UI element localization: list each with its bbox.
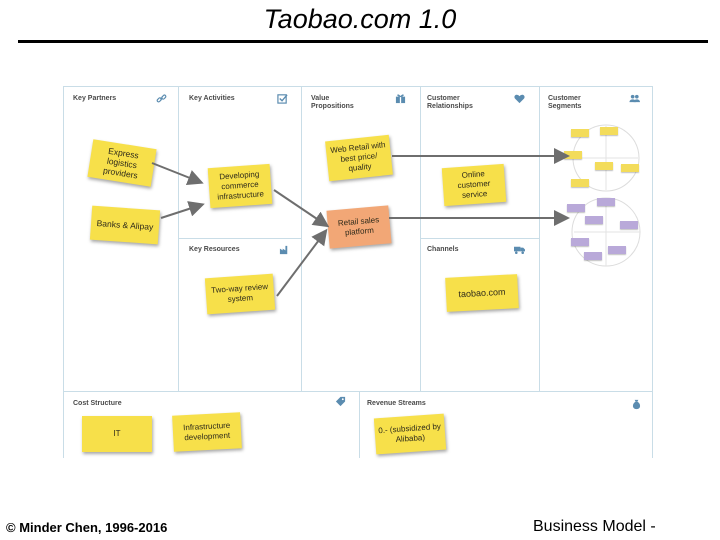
grid-line xyxy=(63,86,653,87)
segment-note xyxy=(597,198,615,206)
sticky-note-banks-alipay: Banks & Alipay xyxy=(89,205,161,245)
money-bag-icon xyxy=(632,399,641,410)
customer-relationships-header: Customer Relationships xyxy=(427,95,473,110)
customer-segments-header: Customer Segments xyxy=(548,95,582,110)
gift-icon xyxy=(395,94,406,104)
heart-icon xyxy=(514,94,525,104)
channels-header: Channels xyxy=(427,246,459,253)
sticky-note-express-logistics: Express logistics providers xyxy=(87,139,157,187)
checkbox-icon xyxy=(277,94,288,104)
revenue-streams-header: Revenue Streams xyxy=(367,400,426,407)
segment-note xyxy=(564,151,582,159)
grid-line xyxy=(301,86,302,391)
sticky-note-web-retail: Web Retail with best price/ quality xyxy=(325,134,393,182)
key-activities-header: Key Activities xyxy=(189,95,235,102)
sticky-note-infrastructure-development: Infrastructure development xyxy=(172,412,242,452)
sticky-note-developing-commerce: Developing commerce infrastructure xyxy=(207,163,273,209)
value-propositions-header: Value Propositions xyxy=(311,95,354,110)
grid-line xyxy=(178,238,301,239)
grid-line xyxy=(63,86,64,458)
sticky-note-taobao-com: taobao.com xyxy=(445,274,519,312)
segment-note xyxy=(585,216,603,224)
footer-label: Business Model - xyxy=(533,518,656,535)
segment-note xyxy=(571,129,589,137)
slide-title: Taobao.com 1.0 xyxy=(263,4,457,34)
grid-line xyxy=(63,391,653,392)
segment-note xyxy=(608,246,626,254)
link-icon xyxy=(156,94,167,103)
sticky-note-two-way-review: Two-way review system xyxy=(204,273,276,315)
grid-line xyxy=(539,86,540,391)
segment-note xyxy=(620,221,638,229)
segment-note xyxy=(584,252,602,260)
title-rule xyxy=(18,40,708,43)
truck-icon xyxy=(514,246,525,254)
factory-icon xyxy=(279,245,288,255)
sticky-note-it: IT xyxy=(82,416,152,452)
segment-note xyxy=(600,127,618,135)
segment-note xyxy=(571,238,589,246)
segment-note xyxy=(571,179,589,187)
grid-line xyxy=(359,391,360,458)
segment-note xyxy=(621,164,639,172)
sticky-note-retail-sales-platform: Retail sales platform xyxy=(326,205,392,249)
key-resources-header: Key Resources xyxy=(189,246,240,253)
grid-line xyxy=(420,238,539,239)
footer-copyright: © Minder Chen, 1996-2016 xyxy=(6,520,168,535)
grid-line xyxy=(652,86,653,458)
cost-structure-header: Cost Structure xyxy=(73,400,122,407)
business-model-canvas: Key Partners Key Activities Value Propos… xyxy=(63,86,653,458)
sticky-note-online-customer-service: Online customer service xyxy=(441,163,507,207)
key-partners-header: Key Partners xyxy=(73,95,117,102)
sticky-note-revenue-zero: 0.- (subsidized by Alibaba) xyxy=(373,413,447,455)
people-icon xyxy=(629,94,640,103)
tag-icon xyxy=(335,396,346,407)
segment-note xyxy=(595,162,613,170)
segment-note xyxy=(567,204,585,212)
